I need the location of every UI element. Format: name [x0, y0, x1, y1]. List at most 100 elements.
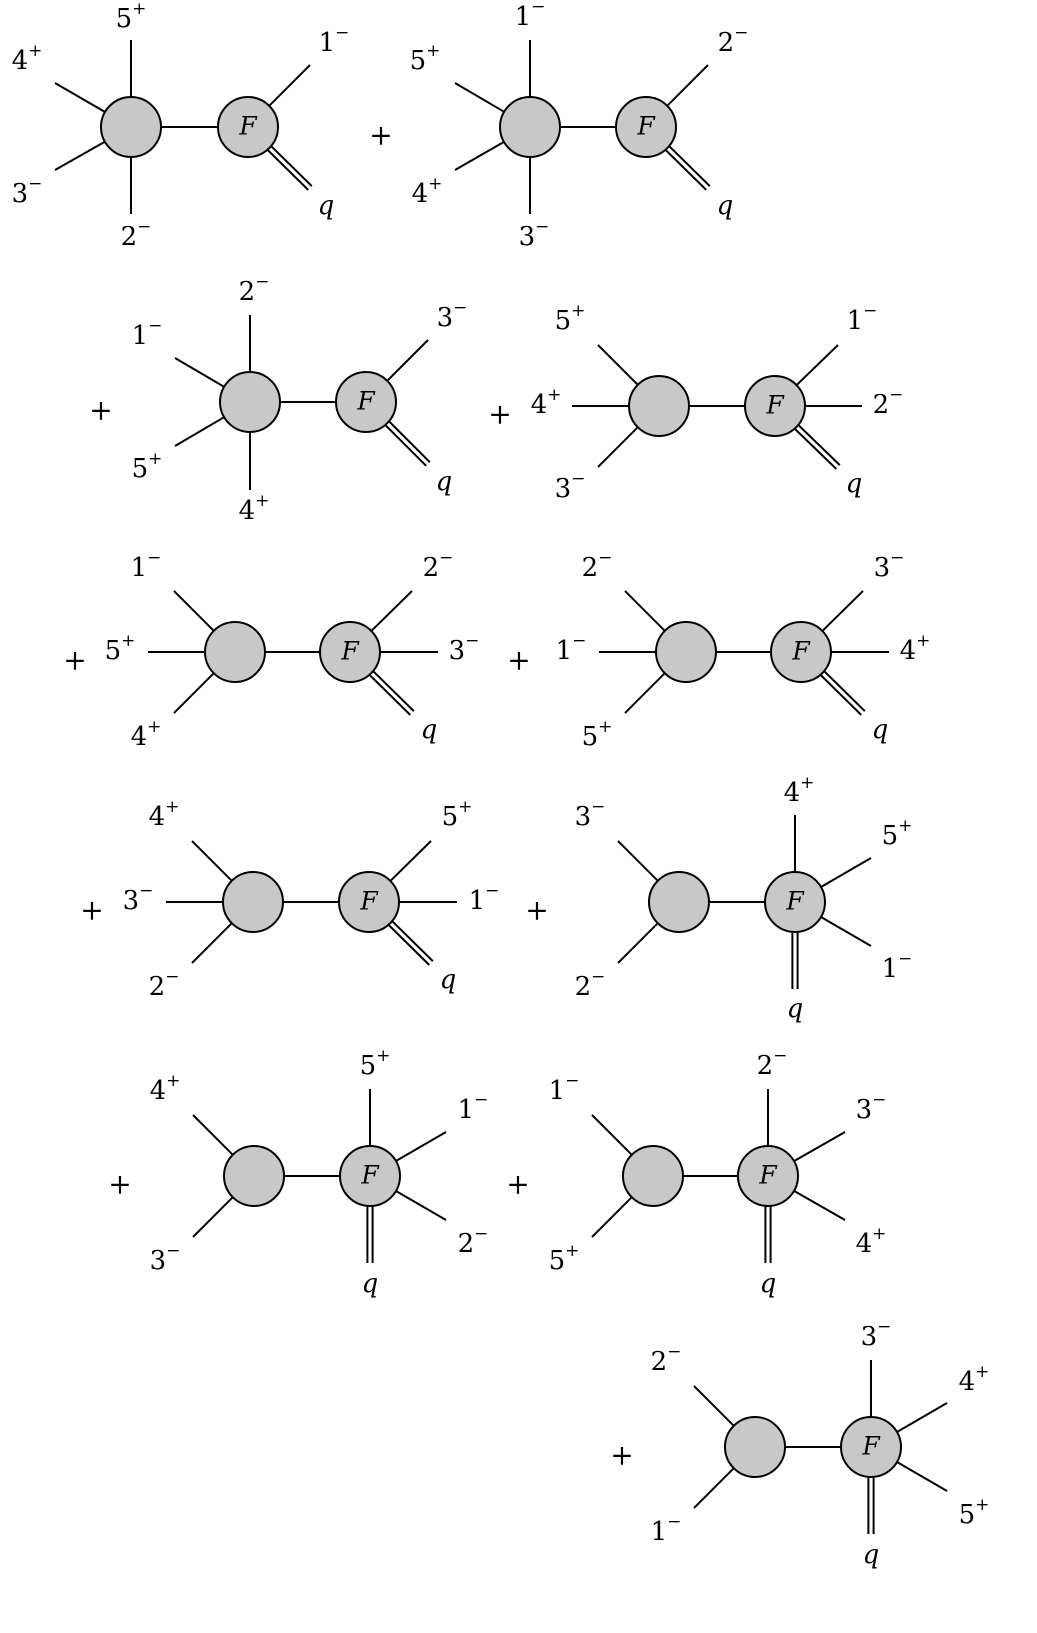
leg-line — [624, 672, 666, 714]
leg-line — [896, 1402, 948, 1433]
offshell-double-line — [384, 424, 427, 467]
leg-label-5: 5+ — [882, 816, 913, 852]
form-factor-blob — [319, 621, 381, 683]
offshell-double-line — [368, 674, 411, 716]
leg-label-1: 1− — [549, 1071, 580, 1107]
amplitude-blob — [648, 871, 710, 933]
offshell-double-line — [266, 149, 309, 191]
leg-label-5: 5+ — [105, 631, 136, 667]
leg-line — [821, 590, 864, 632]
plus-sign: + — [369, 119, 392, 152]
form-factor-blob — [339, 1145, 401, 1207]
leg-label-2: 2− — [575, 967, 606, 1003]
amplitude-blob — [655, 621, 717, 683]
leg-label-1: 1− — [515, 0, 546, 32]
leg-line — [173, 672, 215, 714]
diagram-6: +2−1−5+3−4+qF — [507, 548, 930, 753]
offshell-label: q — [436, 467, 453, 497]
plus-sign: + — [507, 644, 530, 677]
leg-label-1: 1− — [651, 1512, 682, 1548]
offshell-label: q — [421, 715, 438, 745]
leg-line — [591, 1114, 633, 1156]
form-factor-label: F — [359, 887, 379, 916]
amplitude-blob — [622, 1145, 684, 1207]
leg-label-5: 5+ — [132, 449, 163, 485]
plus-sign: + — [80, 894, 103, 927]
leg-label-4: 4+ — [131, 717, 162, 753]
leg-label-5: 5+ — [959, 1495, 990, 1531]
leg-label-1: 1− — [131, 548, 162, 584]
plus-sign: + — [610, 1439, 633, 1472]
form-factor-label: F — [785, 887, 805, 916]
leg-label-4: 4+ — [959, 1362, 990, 1398]
diagram-11: +2−1−3−4+5+qF — [610, 1317, 989, 1571]
leg-line — [896, 1461, 948, 1492]
leg-label-3: 3− — [437, 298, 468, 334]
leg-label-4: 4+ — [150, 1071, 181, 1107]
leg-label-5: 5+ — [442, 797, 473, 833]
leg-line — [54, 140, 106, 171]
plus-sign: + — [525, 894, 548, 927]
diagram-4: +5+4+3−1−2−qF — [488, 301, 903, 505]
leg-line — [395, 1190, 447, 1221]
form-factor-label: F — [340, 637, 360, 666]
diagram-2: +1−5+4+3−2−qF — [369, 0, 748, 252]
leg-line — [191, 922, 233, 964]
form-factor-blob — [744, 375, 806, 437]
form-factor-label: F — [791, 637, 811, 666]
diagram-10: +1−5+2−3−4+qF — [506, 1046, 886, 1300]
leg-line — [693, 1385, 735, 1427]
leg-line — [386, 339, 429, 382]
offshell-label: q — [760, 1269, 777, 1299]
leg-label-3: 3− — [856, 1090, 887, 1126]
leg-label-2: 2− — [757, 1046, 788, 1082]
leg-label-5: 5+ — [360, 1046, 391, 1082]
leg-label-4: 4+ — [12, 41, 43, 77]
diagram-8: +3−2−4+5+1−qF — [525, 773, 912, 1025]
form-factor-blob — [764, 871, 826, 933]
leg-line — [591, 1196, 633, 1238]
leg-line — [624, 590, 666, 632]
leg-line — [174, 357, 225, 388]
leg-line — [795, 344, 839, 386]
leg-line — [597, 344, 639, 386]
leg-label-4: 4+ — [531, 385, 562, 421]
diagram-5: +1−5+4+2−3−qF — [63, 548, 479, 753]
offshell-double-line — [388, 420, 431, 463]
form-factor-blob — [615, 96, 677, 158]
leg-label-2: 2− — [239, 272, 270, 308]
leg-label-5: 5+ — [410, 41, 441, 77]
leg-line — [693, 1467, 735, 1509]
plus-sign: + — [506, 1168, 529, 1201]
offshell-label: q — [440, 965, 457, 995]
leg-line — [793, 1190, 846, 1221]
leg-label-2: 2− — [458, 1224, 489, 1260]
offshell-double-line — [668, 145, 711, 187]
leg-line — [597, 426, 639, 468]
leg-label-2: 2− — [149, 967, 180, 1003]
leg-label-4: 4+ — [149, 797, 180, 833]
offshell-label: q — [846, 469, 863, 499]
leg-line — [820, 916, 872, 947]
offshell-double-line — [794, 428, 837, 470]
amplitude-blob — [724, 1416, 786, 1478]
leg-line — [617, 922, 659, 964]
leg-label-4: 4+ — [412, 174, 443, 210]
leg-line — [192, 1114, 234, 1156]
plus-sign: + — [89, 394, 112, 427]
amplitude-blob — [204, 621, 266, 683]
offshell-label: q — [863, 1540, 880, 1570]
leg-label-5: 5+ — [549, 1241, 580, 1277]
offshell-label: q — [717, 191, 734, 221]
leg-label-3: 3− — [12, 174, 43, 210]
diagram-7: +4+3−2−5+1−qF — [80, 797, 499, 1003]
offshell-double-line — [391, 920, 434, 962]
amplitude-blob — [222, 871, 284, 933]
leg-label-3: 3− — [449, 631, 480, 667]
leg-line — [192, 1196, 234, 1238]
leg-line — [454, 141, 505, 171]
leg-label-5: 5+ — [582, 717, 613, 753]
amplitude-blob — [219, 371, 281, 433]
form-factor-label: F — [356, 387, 376, 416]
